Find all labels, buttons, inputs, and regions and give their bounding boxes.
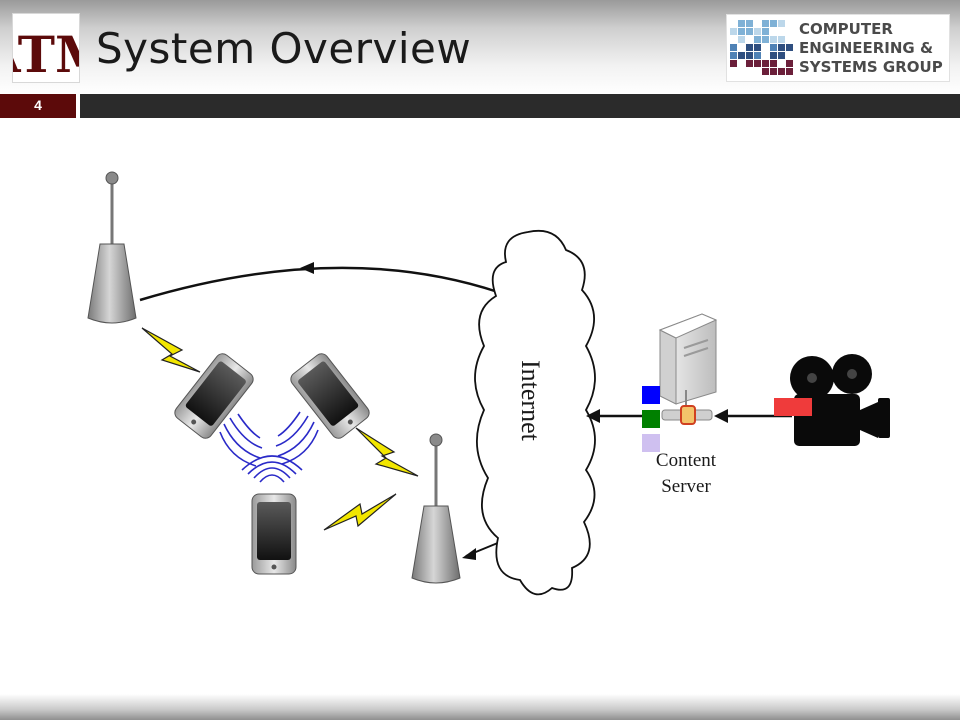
page-number: 4 xyxy=(34,97,42,113)
internet-label: Internet xyxy=(516,360,545,442)
waves-left xyxy=(219,413,263,467)
slide-footer-bar xyxy=(0,694,960,720)
mosaic-tile xyxy=(770,36,777,43)
server-label-line-2: Server xyxy=(661,476,711,497)
page-number-box: 4 xyxy=(0,94,80,118)
packet-blue xyxy=(642,386,660,404)
waves-right xyxy=(275,411,319,465)
mosaic-tile xyxy=(786,60,793,67)
mosaic-tile xyxy=(738,20,745,27)
packet-lavender xyxy=(642,434,660,452)
mosaic-tile xyxy=(730,60,737,67)
mosaic-tile xyxy=(730,68,737,75)
mosaic-tile xyxy=(738,36,745,43)
mosaic-tile xyxy=(746,52,753,59)
mosaic-tile xyxy=(738,28,745,35)
ceg-logo: COMPUTER ENGINEERING & SYSTEMS GROUP xyxy=(726,14,950,82)
mosaic-tile xyxy=(738,60,745,67)
mosaic-tile xyxy=(754,44,761,51)
mosaic-tile xyxy=(762,44,769,51)
cell-tower-2 xyxy=(411,433,461,584)
mosaic-tile xyxy=(778,60,785,67)
mosaic-tile xyxy=(746,36,753,43)
mosaic-tile xyxy=(746,44,753,51)
lightning-icon xyxy=(355,427,419,477)
mosaic-tile xyxy=(754,52,761,59)
mosaic-tile xyxy=(786,68,793,75)
mosaic-tile xyxy=(770,28,777,35)
mosaic-tile xyxy=(762,20,769,27)
mosaic-tile xyxy=(786,36,793,43)
wireless-waves xyxy=(219,411,319,483)
mosaic-tile xyxy=(738,52,745,59)
packet-green xyxy=(642,410,660,428)
smartphone-2 xyxy=(290,353,370,439)
mosaic-tile xyxy=(730,28,737,35)
mosaic-tile xyxy=(746,28,753,35)
mosaic-tile xyxy=(754,60,761,67)
mosaic-tile xyxy=(754,36,761,43)
server-label-line-1: Content xyxy=(656,450,717,471)
mosaic-tile xyxy=(754,68,761,75)
internet-to-tower-link xyxy=(139,262,499,302)
mosaic-tile xyxy=(778,68,785,75)
smartphone-1 xyxy=(174,353,254,439)
mosaic-tile xyxy=(762,60,769,67)
title-band xyxy=(0,94,960,118)
mosaic-tile xyxy=(770,60,777,67)
mosaic-tile xyxy=(770,20,777,27)
mosaic-tile xyxy=(754,20,761,27)
mosaic-tile xyxy=(786,52,793,59)
mosaic-tile xyxy=(770,44,777,51)
internet-cloud: Internet xyxy=(474,229,596,596)
mosaic-tile xyxy=(762,36,769,43)
lightning-bolts xyxy=(141,327,419,531)
lightning-icon xyxy=(323,493,397,531)
ceg-line-2: ENGINEERING & xyxy=(799,39,934,57)
mosaic-tile xyxy=(762,68,769,75)
content-server: Content Server xyxy=(656,313,718,497)
slide-header: ATM System Overview COMPUTER ENGINEERING… xyxy=(0,0,960,94)
mosaic-tile xyxy=(730,20,737,27)
mosaic-tile xyxy=(730,44,737,51)
waves-bottom xyxy=(241,455,303,483)
mosaic-tile xyxy=(786,28,793,35)
ceg-logo-mosaic xyxy=(730,20,793,75)
mosaic-tile xyxy=(738,44,745,51)
mosaic-tile xyxy=(778,52,785,59)
mosaic-tile xyxy=(778,44,785,51)
mosaic-tile xyxy=(730,36,737,43)
mosaic-tile xyxy=(786,44,793,51)
smartphone-3 xyxy=(251,493,297,575)
data-packets xyxy=(642,386,660,452)
mosaic-tile xyxy=(762,28,769,35)
ceg-line-3: SYSTEMS GROUP xyxy=(799,58,943,76)
mosaic-tile xyxy=(746,60,753,67)
camera-red-tag xyxy=(774,398,812,416)
mosaic-tile xyxy=(778,36,785,43)
mosaic-tile xyxy=(770,68,777,75)
mosaic-tile xyxy=(746,68,753,75)
mosaic-tile xyxy=(770,52,777,59)
mosaic-tile xyxy=(762,52,769,59)
mosaic-tile xyxy=(730,52,737,59)
ceg-logo-text: COMPUTER ENGINEERING & SYSTEMS GROUP xyxy=(799,20,943,77)
ceg-line-1: COMPUTER xyxy=(799,20,893,38)
lightning-icon xyxy=(141,327,201,373)
mosaic-tile xyxy=(778,20,785,27)
slide-title: System Overview xyxy=(96,24,472,73)
mosaic-tile xyxy=(778,28,785,35)
mosaic-tile xyxy=(738,68,745,75)
mosaic-tile xyxy=(754,28,761,35)
cell-tower-1 xyxy=(87,171,137,324)
video-camera-icon xyxy=(774,354,890,446)
mosaic-tile xyxy=(786,20,793,27)
mosaic-tile xyxy=(746,20,753,27)
